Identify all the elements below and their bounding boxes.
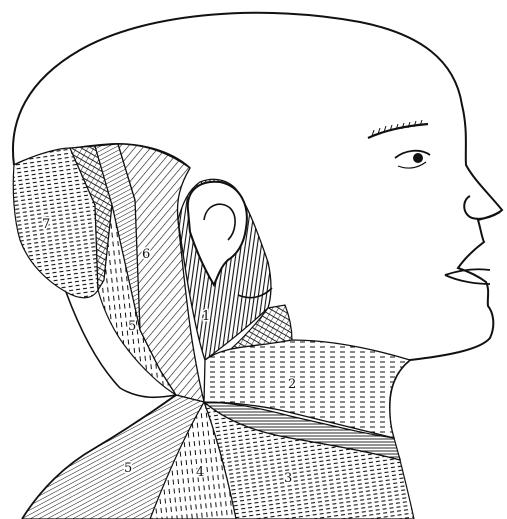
region-label-6: 6 — [142, 247, 150, 262]
region-label-1: 1 — [202, 309, 210, 324]
eye-lower-lid — [398, 162, 426, 168]
region-label-5-lower: 5 — [124, 461, 132, 476]
eye-upper-lid — [395, 151, 430, 158]
region-label-5-upper: 5 — [128, 319, 136, 334]
region-label-4: 4 — [196, 465, 204, 480]
region-label-3: 3 — [284, 471, 292, 486]
eyebrow — [368, 124, 428, 138]
eye-pupil — [413, 153, 423, 163]
region-label-2: 2 — [288, 377, 296, 392]
nose-wing — [464, 196, 500, 219]
region-label-7: 7 — [42, 217, 50, 232]
